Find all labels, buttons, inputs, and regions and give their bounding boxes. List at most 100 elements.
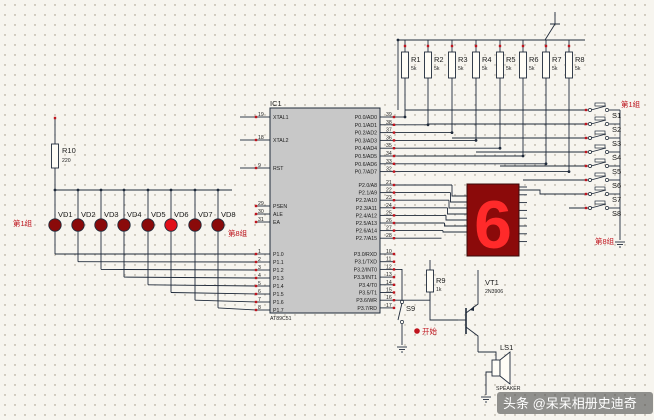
resistor-ref: R4 bbox=[482, 55, 492, 64]
pin-marker bbox=[392, 147, 396, 150]
switch-contact bbox=[400, 320, 404, 324]
resistor-ref: R7 bbox=[552, 55, 562, 64]
switch-cap bbox=[594, 186, 606, 191]
ic-ref: IC1 bbox=[270, 99, 282, 108]
p1-wire bbox=[123, 276, 257, 279]
ic-pin-name: P1.0 bbox=[273, 252, 284, 258]
speaker-wire bbox=[485, 371, 492, 395]
pin-marker bbox=[254, 115, 258, 119]
ic-pin-name: P2.5/A13 bbox=[356, 221, 377, 227]
pin-marker bbox=[254, 212, 258, 216]
pin-marker bbox=[474, 44, 478, 48]
speaker-wire bbox=[478, 351, 497, 360]
pin-marker bbox=[254, 308, 258, 312]
pin-marker bbox=[392, 131, 396, 134]
switch-ref: S3 bbox=[612, 139, 621, 148]
ic-pin-number: 31 bbox=[258, 217, 264, 223]
ic-pin-name: P0.2/AD2 bbox=[355, 131, 377, 137]
resistor-ref: R3 bbox=[458, 55, 468, 64]
pin-marker bbox=[254, 166, 258, 170]
s9-ref: S9 bbox=[406, 304, 415, 313]
pin-marker bbox=[392, 291, 396, 294]
ic-pin-number: 19 bbox=[258, 112, 264, 118]
resistor-r1 bbox=[401, 51, 409, 79]
pin-marker bbox=[392, 170, 396, 173]
ls1-ref: LS1 bbox=[500, 343, 513, 352]
switch-ref: S6 bbox=[612, 181, 621, 190]
pin-marker bbox=[584, 122, 588, 126]
pin-marker bbox=[392, 191, 396, 194]
junction-dot bbox=[403, 115, 407, 119]
resistor-r3 bbox=[448, 51, 456, 79]
switch-cap bbox=[594, 144, 606, 149]
switch-lever bbox=[590, 175, 607, 181]
ic-pin-number: 21 bbox=[386, 180, 392, 186]
pin-marker bbox=[392, 199, 396, 202]
switch-ground bbox=[615, 241, 625, 248]
switch-lever bbox=[590, 203, 607, 209]
ic-pin-name: P1.4 bbox=[273, 284, 284, 290]
led-vd5 bbox=[141, 218, 155, 232]
ic-pin-name: P3.3/INT1 bbox=[354, 275, 377, 281]
led-vd2 bbox=[71, 218, 85, 232]
pin-marker bbox=[392, 306, 396, 310]
ic-pin-number: 25 bbox=[386, 210, 392, 216]
ic-pin-name: XTAL2 bbox=[273, 138, 289, 144]
pin-marker bbox=[392, 275, 396, 279]
p3-wire bbox=[394, 268, 403, 300]
switch-contact bbox=[605, 178, 609, 182]
ic-pin-name: P3.5/T1 bbox=[359, 291, 377, 297]
resistor-ref: R8 bbox=[575, 55, 585, 64]
ic-pin-name: P1.1 bbox=[273, 260, 284, 266]
pin-marker bbox=[254, 260, 258, 264]
resistor-value: 5k bbox=[552, 66, 558, 72]
switch-group-first: 第1组 bbox=[621, 99, 641, 109]
junction-dot bbox=[76, 188, 80, 192]
ic-pin-name: P0.1/AD1 bbox=[355, 123, 377, 129]
switch-lever bbox=[590, 133, 607, 139]
switch-contact bbox=[605, 150, 609, 154]
junction-dot bbox=[521, 154, 525, 158]
resistor-ref: R2 bbox=[434, 55, 444, 64]
ic-pin-number: 4 bbox=[258, 273, 261, 279]
r9-value: 1k bbox=[436, 287, 442, 293]
ic-pin-name: P0.5/AD5 bbox=[355, 154, 377, 160]
ic-pin-name: P3.7/RD bbox=[357, 306, 377, 312]
ic-pin-number: 23 bbox=[386, 195, 392, 201]
ic-pin-name: P2.7/A15 bbox=[356, 236, 377, 242]
pin-marker bbox=[392, 268, 396, 271]
led-ref: VD5 bbox=[151, 210, 166, 219]
pin-marker bbox=[584, 206, 588, 210]
ic-pin-number: 1 bbox=[258, 249, 261, 255]
start-label: 开始 bbox=[422, 326, 437, 336]
ic-pin-number: 37 bbox=[386, 128, 392, 134]
p2-wire bbox=[447, 207, 468, 215]
junction-dot bbox=[169, 188, 173, 192]
pin-marker bbox=[392, 237, 396, 240]
ic-pin-name: P3.0/RXD bbox=[354, 252, 377, 258]
resistor-value: 5k bbox=[529, 66, 535, 72]
switch-ref: S2 bbox=[612, 125, 621, 134]
ic-pin-name: P1.3 bbox=[273, 276, 284, 282]
speaker-body bbox=[491, 359, 501, 377]
led-vd3 bbox=[94, 218, 108, 232]
junction-dot bbox=[216, 188, 220, 192]
ic-pin-number: 13 bbox=[386, 272, 392, 278]
ic-pin-number: 22 bbox=[386, 188, 392, 194]
ic-pin-name: P0.3/AD3 bbox=[355, 138, 377, 144]
pin-marker bbox=[392, 162, 396, 165]
junction-dot bbox=[498, 146, 502, 150]
vcc-arrow bbox=[544, 12, 560, 41]
ic-pin-name: XTAL1 bbox=[273, 115, 289, 121]
resistor-r2 bbox=[424, 51, 432, 79]
ic-pin-name: P2.4/A12 bbox=[356, 213, 377, 219]
pin-marker bbox=[521, 44, 525, 48]
start-indicator bbox=[414, 328, 420, 334]
led-group-last: 第8组 bbox=[228, 228, 248, 238]
junction-dot bbox=[193, 188, 197, 192]
speaker-ground bbox=[481, 396, 491, 403]
ic-pin-name: P2.3/A11 bbox=[356, 206, 377, 212]
pin-marker bbox=[392, 154, 396, 158]
switch-ref: S7 bbox=[612, 195, 621, 204]
resistor-value: 5k bbox=[482, 66, 488, 72]
